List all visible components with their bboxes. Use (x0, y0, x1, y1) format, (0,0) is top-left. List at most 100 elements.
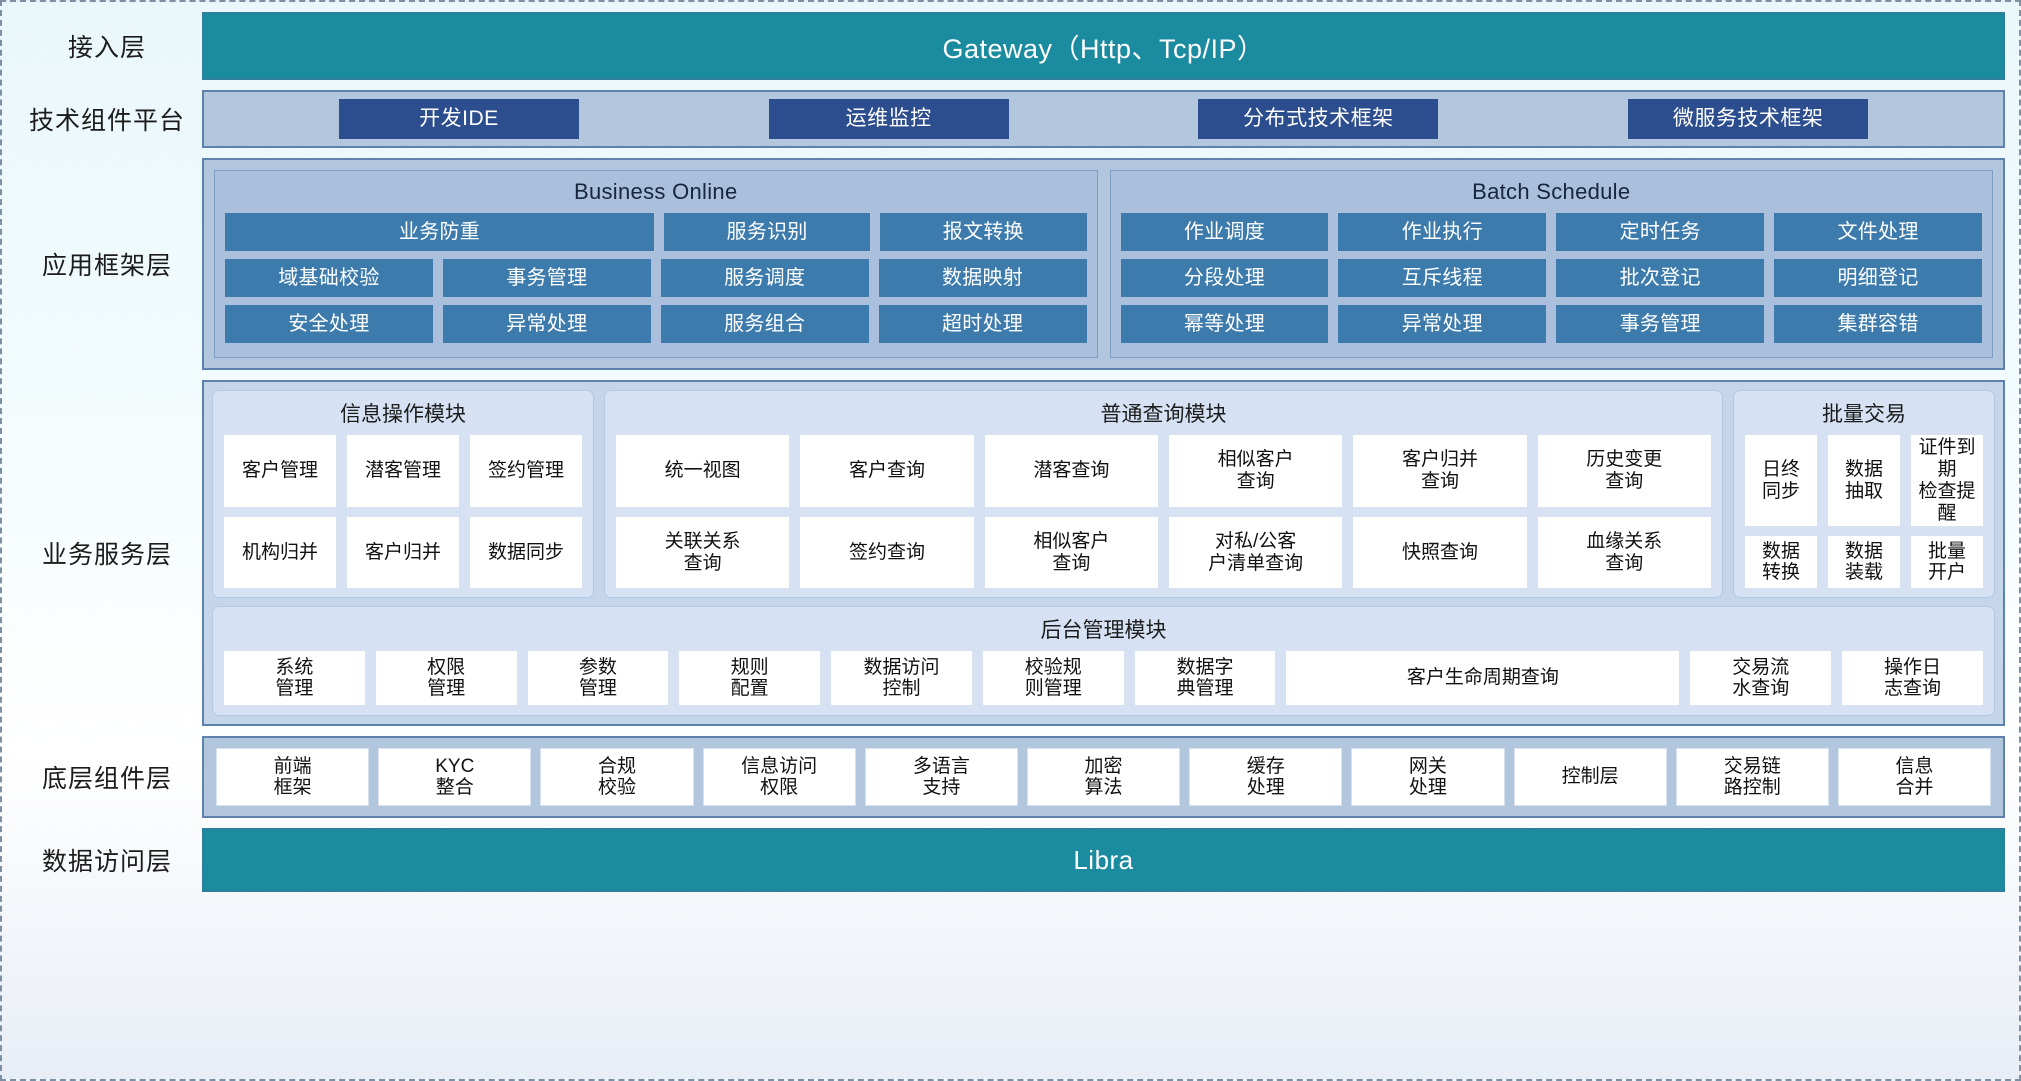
tech-item-ide[interactable]: 开发IDE (338, 99, 579, 139)
batchtrade-cell-data-transform[interactable]: 数据转换 (1744, 535, 1818, 590)
spacer (12, 818, 2005, 828)
app-cell-timeout-process[interactable]: 超时处理 (878, 305, 1087, 343)
query-cell-history-change-query[interactable]: 历史变更查询 (1536, 434, 1712, 508)
component-cell-gateway-processing[interactable]: 网关处理 (1351, 748, 1505, 807)
batch-cell-batch-register[interactable]: 批次登记 (1556, 259, 1765, 297)
panel-title-back-office: 后台管理模块 (1040, 619, 1167, 643)
layer-label-access: 接入层 (67, 34, 146, 62)
component-cell-control-layer[interactable]: 控制层 (1513, 748, 1667, 807)
query-cell-relation-query[interactable]: 关联关系查询 (615, 515, 791, 590)
layer-label-tech-platform: 技术组件平台 (28, 107, 185, 135)
batch-cell-cluster-tolerance[interactable]: 集群容错 (1774, 305, 1982, 343)
tech-item-distributed-framework[interactable]: 分布式技术框架 (1198, 99, 1439, 139)
query-cell-lineage-query[interactable]: 血缘关系查询 (1536, 515, 1712, 590)
batch-cell-transaction-mgmt[interactable]: 事务管理 (1556, 305, 1765, 343)
query-cell-personal-corporate-list-query[interactable]: 对私/公客户清单查询 (1167, 515, 1344, 590)
info-cell-data-sync[interactable]: 数据同步 (469, 515, 583, 590)
query-cell-similar-customer-query-2[interactable]: 相似客户查询 (983, 515, 1159, 590)
back-cell-system-mgmt[interactable]: 系统管理 (223, 650, 366, 707)
query-cell-prospect-query[interactable]: 潜客查询 (983, 434, 1159, 508)
batch-cell-file-process[interactable]: 文件处理 (1774, 213, 1982, 251)
query-cell-snapshot-query[interactable]: 快照查询 (1352, 515, 1528, 590)
batch-cell-job-execute[interactable]: 作业执行 (1338, 213, 1547, 251)
query-cell-similar-customer-query[interactable]: 相似客户查询 (1167, 434, 1344, 508)
app-cell-exception-process[interactable]: 异常处理 (442, 305, 651, 343)
back-cell-transaction-flow-query[interactable]: 交易流水查询 (1689, 650, 1833, 707)
app-cell-service-schedule[interactable]: 服务调度 (660, 259, 869, 297)
app-cell-transaction-mgmt[interactable]: 事务管理 (442, 259, 651, 297)
panel-title-batch-trade: 批量交易 (1822, 403, 1906, 426)
query-cell-customer-merge-query[interactable]: 客户归并查询 (1352, 434, 1528, 508)
app-cell-security-process[interactable]: 安全处理 (225, 305, 433, 343)
layer-label-app-framework: 应用框架层 (41, 252, 172, 280)
gateway-bar[interactable]: Gateway（Http、Tcp/IP） (202, 12, 2005, 80)
query-cell-unified-view[interactable]: 统一视图 (615, 434, 791, 508)
component-cell-multilanguage-support[interactable]: 多语言支持 (864, 748, 1018, 807)
tech-platform-row: 技术组件平台 开发IDE 运维监控 分布式技术框架 微服务技术框架 (12, 90, 2005, 148)
batch-cell-segment-process[interactable]: 分段处理 (1120, 259, 1329, 297)
batchtrade-cell-data-load[interactable]: 数据装载 (1827, 535, 1901, 590)
query-cell-contract-query[interactable]: 签约查询 (799, 515, 975, 590)
libra-bar[interactable]: Libra (202, 828, 2005, 893)
info-cell-prospect-mgmt[interactable]: 潜客管理 (346, 434, 460, 508)
tech-item-ops-monitor[interactable]: 运维监控 (768, 99, 1009, 139)
layer-label-data-access: 数据访问层 (41, 848, 172, 877)
component-cell-info-merge[interactable]: 信息合并 (1837, 748, 1992, 807)
component-cell-transaction-chain-control[interactable]: 交易链路控制 (1675, 748, 1829, 807)
spacer (12, 80, 2005, 90)
back-cell-permission-mgmt[interactable]: 权限管理 (374, 650, 518, 707)
component-cell-compliance-check[interactable]: 合规校验 (540, 748, 694, 807)
batch-cell-detail-register[interactable]: 明细登记 (1774, 259, 1982, 297)
module-row: 机构归并 客户归并 数据同步 (223, 515, 583, 590)
grid-row: 幂等处理 异常处理 事务管理 集群容错 (1120, 305, 1982, 343)
app-cell-service-compose[interactable]: 服务组合 (660, 305, 869, 343)
batchtrade-cell-eod-sync[interactable]: 日终同步 (1744, 434, 1818, 528)
access-layer-row: 接入层 Gateway（Http、Tcp/IP） (12, 12, 2005, 80)
app-framework-band: Business Online 业务防重 服务识别 报文转换 域基础校验 事务管… (202, 158, 2005, 370)
app-cell-business-dedup[interactable]: 业务防重 (225, 213, 654, 251)
component-cell-info-access-permission[interactable]: 信息访问权限 (702, 748, 856, 807)
spacer (12, 148, 2005, 158)
app-cell-data-mapping[interactable]: 数据映射 (878, 259, 1087, 297)
component-cell-frontend-framework[interactable]: 前端框架 (216, 748, 370, 807)
batchtrade-cell-certificate-expiry-reminder[interactable]: 证件到期检查提醒 (1910, 434, 1984, 528)
back-cell-customer-lifecycle-query[interactable]: 客户生命周期查询 (1285, 650, 1681, 707)
batchtrade-cell-data-extract[interactable]: 数据抽取 (1827, 434, 1901, 528)
batch-cell-timed-task[interactable]: 定时任务 (1556, 213, 1765, 251)
app-framework-body: Business Online 业务防重 服务识别 报文转换 域基础校验 事务管… (202, 158, 2005, 370)
app-cell-service-identify[interactable]: 服务识别 (664, 213, 871, 251)
back-office-row: 系统管理 权限管理 参数管理 规则配置 数据访问控制 校验规则管理 数据字典管理… (223, 650, 1984, 707)
info-cell-contract-mgmt[interactable]: 签约管理 (469, 434, 583, 508)
info-cell-customer-mgmt[interactable]: 客户管理 (223, 434, 337, 508)
panel-batch-schedule: Batch Schedule 作业调度 作业执行 定时任务 文件处理 分段处理 … (1109, 170, 1993, 358)
back-cell-operation-log-query[interactable]: 操作日志查询 (1841, 650, 1984, 707)
back-cell-parameter-mgmt[interactable]: 参数管理 (526, 650, 670, 707)
batch-cell-job-schedule[interactable]: 作业调度 (1120, 213, 1329, 251)
component-cell-encryption-algorithm[interactable]: 加密算法 (1026, 748, 1181, 807)
module-row: 数据转换 数据装载 批量开户 (1744, 535, 1984, 590)
panel-title-business-online: Business Online (574, 179, 738, 204)
app-cell-domain-validation[interactable]: 域基础校验 (225, 259, 433, 297)
batch-cell-idempotent[interactable]: 幂等处理 (1120, 305, 1329, 343)
grid-row: 域基础校验 事务管理 服务调度 数据映射 (225, 259, 1087, 297)
panel-title-query-module: 普通查询模块 (1100, 403, 1227, 426)
batch-cell-exception[interactable]: 异常处理 (1338, 305, 1547, 343)
info-cell-org-merge[interactable]: 机构归并 (223, 515, 337, 590)
back-cell-rule-config[interactable]: 规则配置 (678, 650, 822, 707)
back-cell-data-dictionary-mgmt[interactable]: 数据字典管理 (1133, 650, 1277, 707)
query-cell-customer-query[interactable]: 客户查询 (799, 434, 975, 508)
grid-row: 安全处理 异常处理 服务组合 超时处理 (225, 305, 1087, 343)
tech-platform-band: 开发IDE 运维监控 分布式技术框架 微服务技术框架 (202, 90, 2005, 148)
tech-item-microservice-framework[interactable]: 微服务技术框架 (1628, 99, 1869, 139)
batchtrade-cell-batch-account-open[interactable]: 批量开户 (1910, 535, 1984, 590)
app-cell-message-convert[interactable]: 报文转换 (880, 213, 1087, 251)
info-cell-customer-merge[interactable]: 客户归并 (346, 515, 460, 590)
business-modules-row: 信息操作模块 客户管理 潜客管理 签约管理 机构归并 客户归并 数据同步 (212, 390, 1995, 599)
batch-cell-mutex-thread[interactable]: 互斥线程 (1338, 259, 1547, 297)
back-cell-data-access-control[interactable]: 数据访问控制 (830, 650, 973, 707)
batch-schedule-grid: 作业调度 作业执行 定时任务 文件处理 分段处理 互斥线程 批次登记 明细登记 (1120, 213, 1982, 343)
back-cell-validation-rule-mgmt[interactable]: 校验规则管理 (981, 650, 1125, 707)
component-cell-cache-processing[interactable]: 缓存处理 (1189, 748, 1343, 807)
